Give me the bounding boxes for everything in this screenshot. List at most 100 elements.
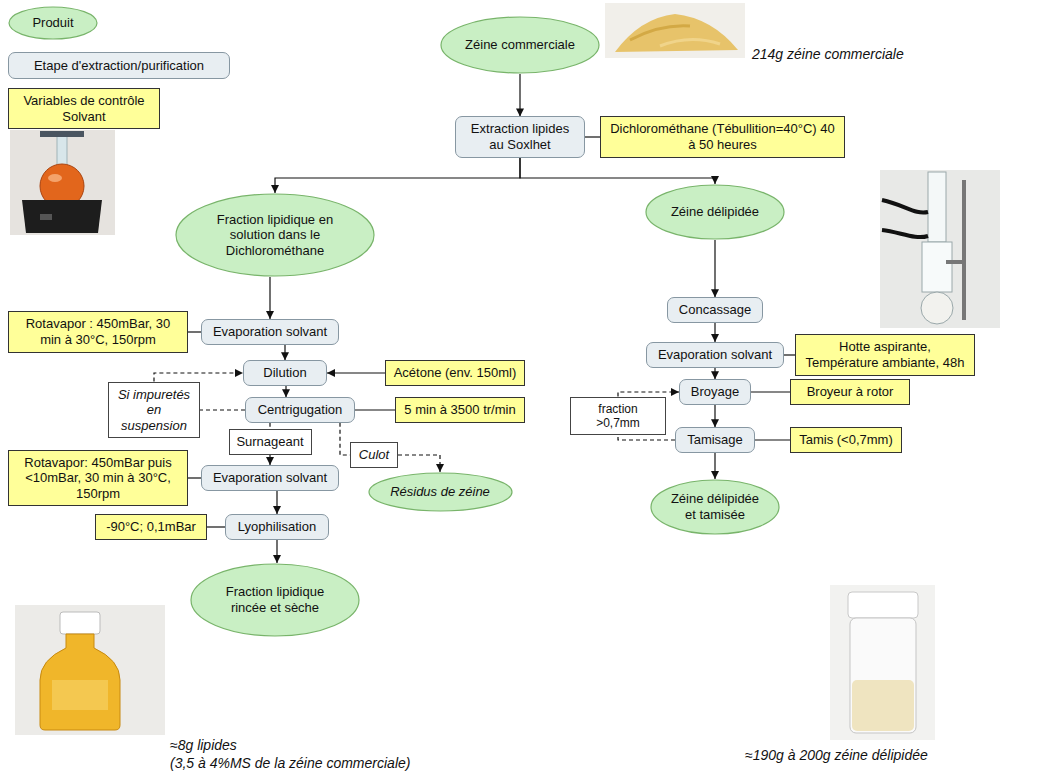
control-variable-box: Dichlorométhane (Tébullition=40°C) 40 à …: [600, 116, 845, 157]
node-text: Zéine commerciale: [462, 37, 577, 53]
soxhlet-photo: [880, 170, 1000, 328]
flow-arrow: [269, 277, 270, 319]
node-text-block: Broyage: [686, 384, 744, 400]
node-text: Evaporation solvant: [208, 470, 332, 486]
soxhlet-photo: [921, 292, 953, 324]
legend-entry: Variables de contrôle Solvant: [8, 88, 160, 129]
node-text: Résidus de zéine: [388, 484, 492, 500]
ellipse-outline: [651, 480, 779, 534]
product-ellipse: Zéine délipidée: [645, 184, 785, 240]
lipid-bottle-photo: [52, 680, 108, 710]
zein-powder-photo: [605, 3, 745, 58]
delipidated-zein-jar-photo: [850, 618, 916, 733]
legend-entry: Etape d'extraction/purification: [8, 52, 230, 79]
node-text: Surnageant: [236, 434, 305, 450]
product-ellipse: Zéine délipidée et tamisée: [650, 479, 780, 535]
node-text-block: fraction >0,7mm: [577, 402, 659, 431]
rotavapor-flask-photo: [40, 214, 52, 220]
control-variable-box: Hotte aspirante, Température ambiante, 4…: [795, 334, 975, 375]
node-text: Culot: [357, 447, 391, 463]
node-text-block: Hotte aspirante, Température ambiante, 4…: [802, 339, 968, 370]
ellipse-outline: [191, 564, 359, 636]
node-text-block: Concassage: [674, 302, 756, 318]
annotation-box: Surnageant: [229, 429, 312, 455]
dashed-flow-arrow: [618, 435, 675, 440]
flow-arrow: [714, 368, 715, 379]
dashed-flow-arrow: [269, 455, 270, 465]
lipid-bottle-photo: [15, 605, 165, 735]
flow-arrow: [285, 386, 286, 397]
soxhlet-photo: [880, 170, 1000, 328]
node-text-block: Dichlorométhane (Tébullition=40°C) 40 à …: [607, 121, 838, 152]
node-text-block: Broyeur à rotor: [797, 384, 903, 400]
ellipse-outline: [441, 17, 599, 73]
zein-powder-photo: [660, 39, 720, 46]
process-step-box: Lyophilisation: [225, 514, 329, 540]
process-step-box: Tamisage: [675, 427, 755, 453]
zein-powder-photo: [630, 26, 690, 40]
flow-arrow: [284, 345, 285, 360]
node-text-block: Lyophilisation: [232, 519, 322, 535]
node-text: Evaporation solvant: [208, 324, 332, 340]
node-text: fraction >0,7mm: [577, 402, 659, 431]
node-text-block: Si impuretés en suspension: [115, 387, 193, 434]
node-text-block: Acétone (env. 150ml): [392, 365, 518, 381]
product-ellipse: Fraction lipidique rincée et sèche: [190, 563, 360, 637]
lipid-bottle-photo: [60, 612, 100, 634]
control-variable-box: Tamis (<0,7mm): [790, 427, 902, 453]
process-step-box: Evaporation solvant: [201, 319, 339, 345]
node-text-block: 5 min à 3500 tr/min: [402, 402, 518, 418]
product-ellipse: Résidus de zéine: [368, 472, 513, 512]
legend-swatch: [9, 7, 97, 39]
node-text-block: Evaporation solvant: [653, 347, 777, 363]
node-text: Concassage: [674, 302, 756, 318]
delipidated-zein-jar-photo: [830, 585, 935, 740]
node-text-block: Tamisage: [682, 432, 748, 448]
note-label: (3,5 à 4%MS de la zéine commerciale): [170, 755, 410, 771]
flow-arrow: [188, 331, 201, 332]
soxhlet-photo: [882, 230, 928, 237]
control-variable-box: Rotavapor: 450mBar puis <10mBar, 30 min …: [8, 450, 188, 507]
node-text: Hotte aspirante, Température ambiante, 4…: [802, 339, 968, 370]
node-text-block: -90°C; 0,1mBar: [102, 519, 200, 535]
flow-arrow: [276, 491, 277, 514]
legend-text: Etape d'extraction/purification: [15, 58, 223, 74]
zein-powder-photo: [615, 14, 738, 52]
flow-arrow: [207, 526, 225, 527]
annotation-box: Si impuretés en suspension: [108, 382, 200, 439]
node-text-block: Zéine délipidée et tamisée: [668, 491, 762, 522]
process-step-box: Centrigugation: [245, 397, 355, 423]
annotation-box: Culot: [350, 442, 398, 468]
rotavapor-flask-photo: [10, 130, 115, 235]
node-text-block: Fraction lipidique en solution dans le D…: [203, 212, 347, 259]
soxhlet-photo: [946, 260, 964, 264]
node-text-block: Surnageant: [236, 434, 305, 450]
flow-arrow: [585, 136, 600, 137]
process-step-box: Concassage: [667, 297, 763, 323]
node-text-block: Rotavapor : 450mBar, 30 min à 30°C, 150r…: [15, 316, 181, 347]
node-text: Tamis (<0,7mm): [797, 432, 895, 448]
node-text-block: Fraction lipidique rincée et sèche: [214, 584, 336, 615]
node-text-block: Dilution: [250, 365, 320, 381]
delipidated-zein-jar-photo: [852, 680, 914, 731]
ellipse-outline: [176, 194, 374, 276]
note-label: 214g zéine commerciale: [752, 46, 904, 62]
node-text-block: Zéine commerciale: [462, 37, 577, 53]
node-text: Fraction lipidique en solution dans le D…: [203, 212, 347, 259]
node-text-block: Centrigugation: [252, 402, 348, 418]
soxhlet-photo: [922, 242, 952, 292]
flow-arrow: [355, 409, 395, 410]
process-step-box: Dilution: [243, 360, 327, 386]
legend-entry: Produit: [8, 6, 98, 40]
flow-arrow: [275, 158, 520, 193]
zein-powder-photo: [605, 3, 745, 58]
node-text: Dichlorométhane (Tébullition=40°C) 40 à …: [607, 121, 838, 152]
lipid-bottle-photo: [40, 634, 120, 730]
node-text: Fraction lipidique rincée et sèche: [214, 584, 336, 615]
node-text-block: Evaporation solvant: [208, 470, 332, 486]
flow-arrow: [714, 405, 715, 427]
ellipse-outline: [369, 473, 512, 511]
flow-arrow: [327, 372, 385, 373]
control-variable-box: 5 min à 3500 tr/min: [395, 397, 525, 423]
